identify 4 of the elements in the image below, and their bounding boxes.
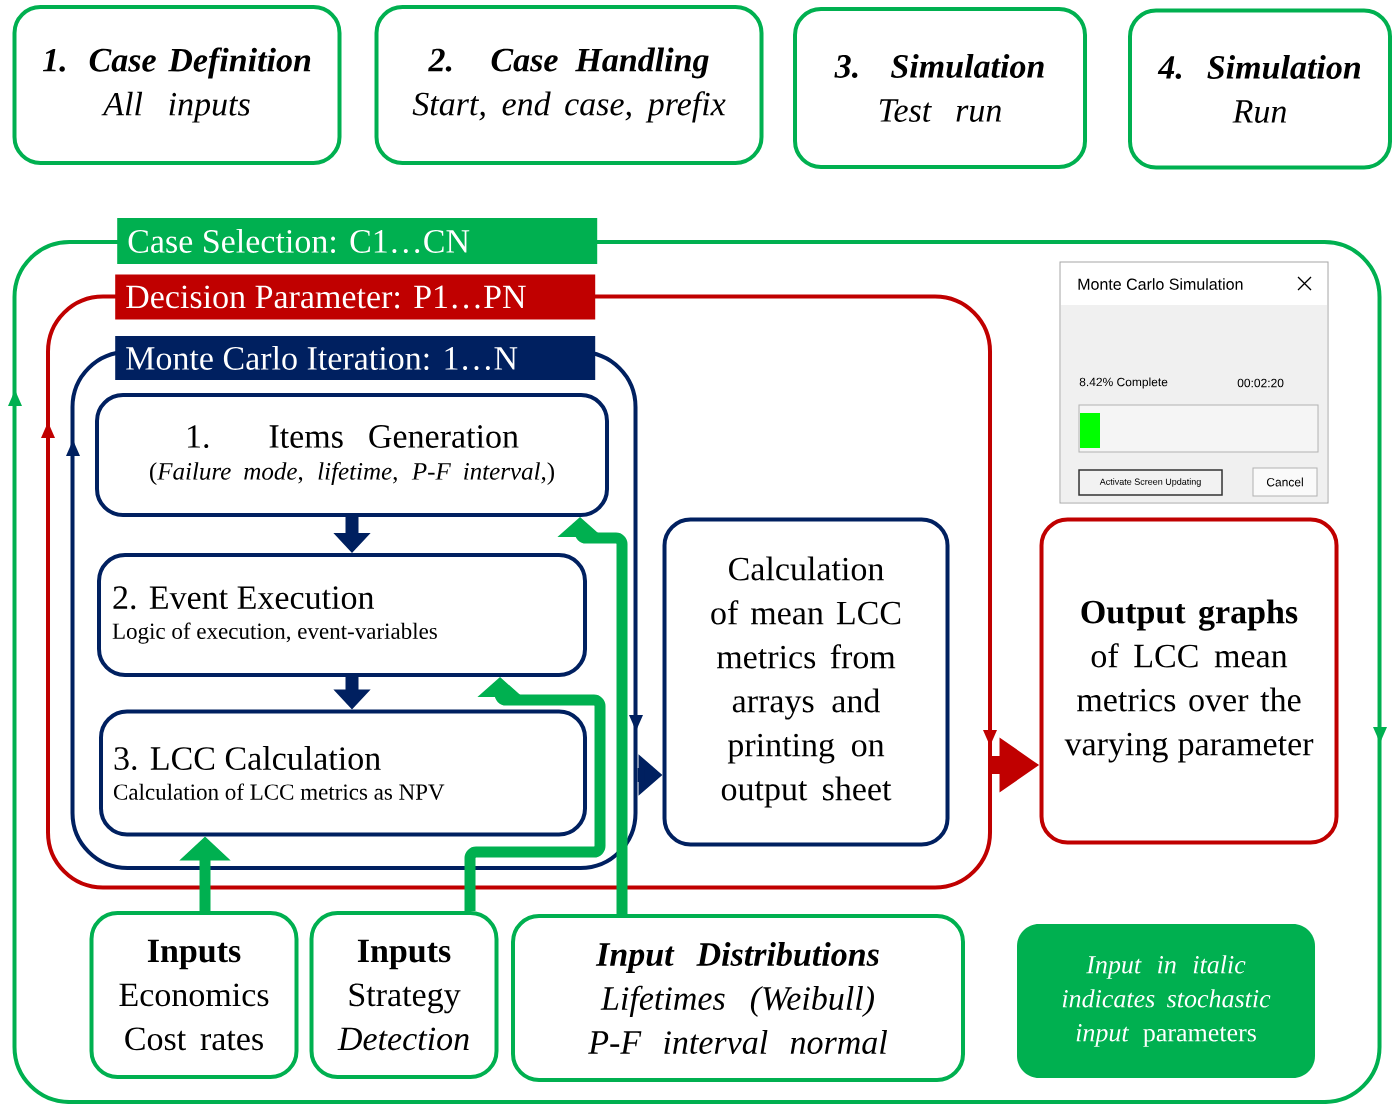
step-box: 3. Simulation Test run [793, 7, 1087, 169]
step-box: 4. Simulation Run [1128, 8, 1392, 170]
step-box: 2. Case Handling Start, end case, prefix [374, 5, 764, 165]
step-box: 1. Case Definition All inputs [12, 5, 342, 165]
